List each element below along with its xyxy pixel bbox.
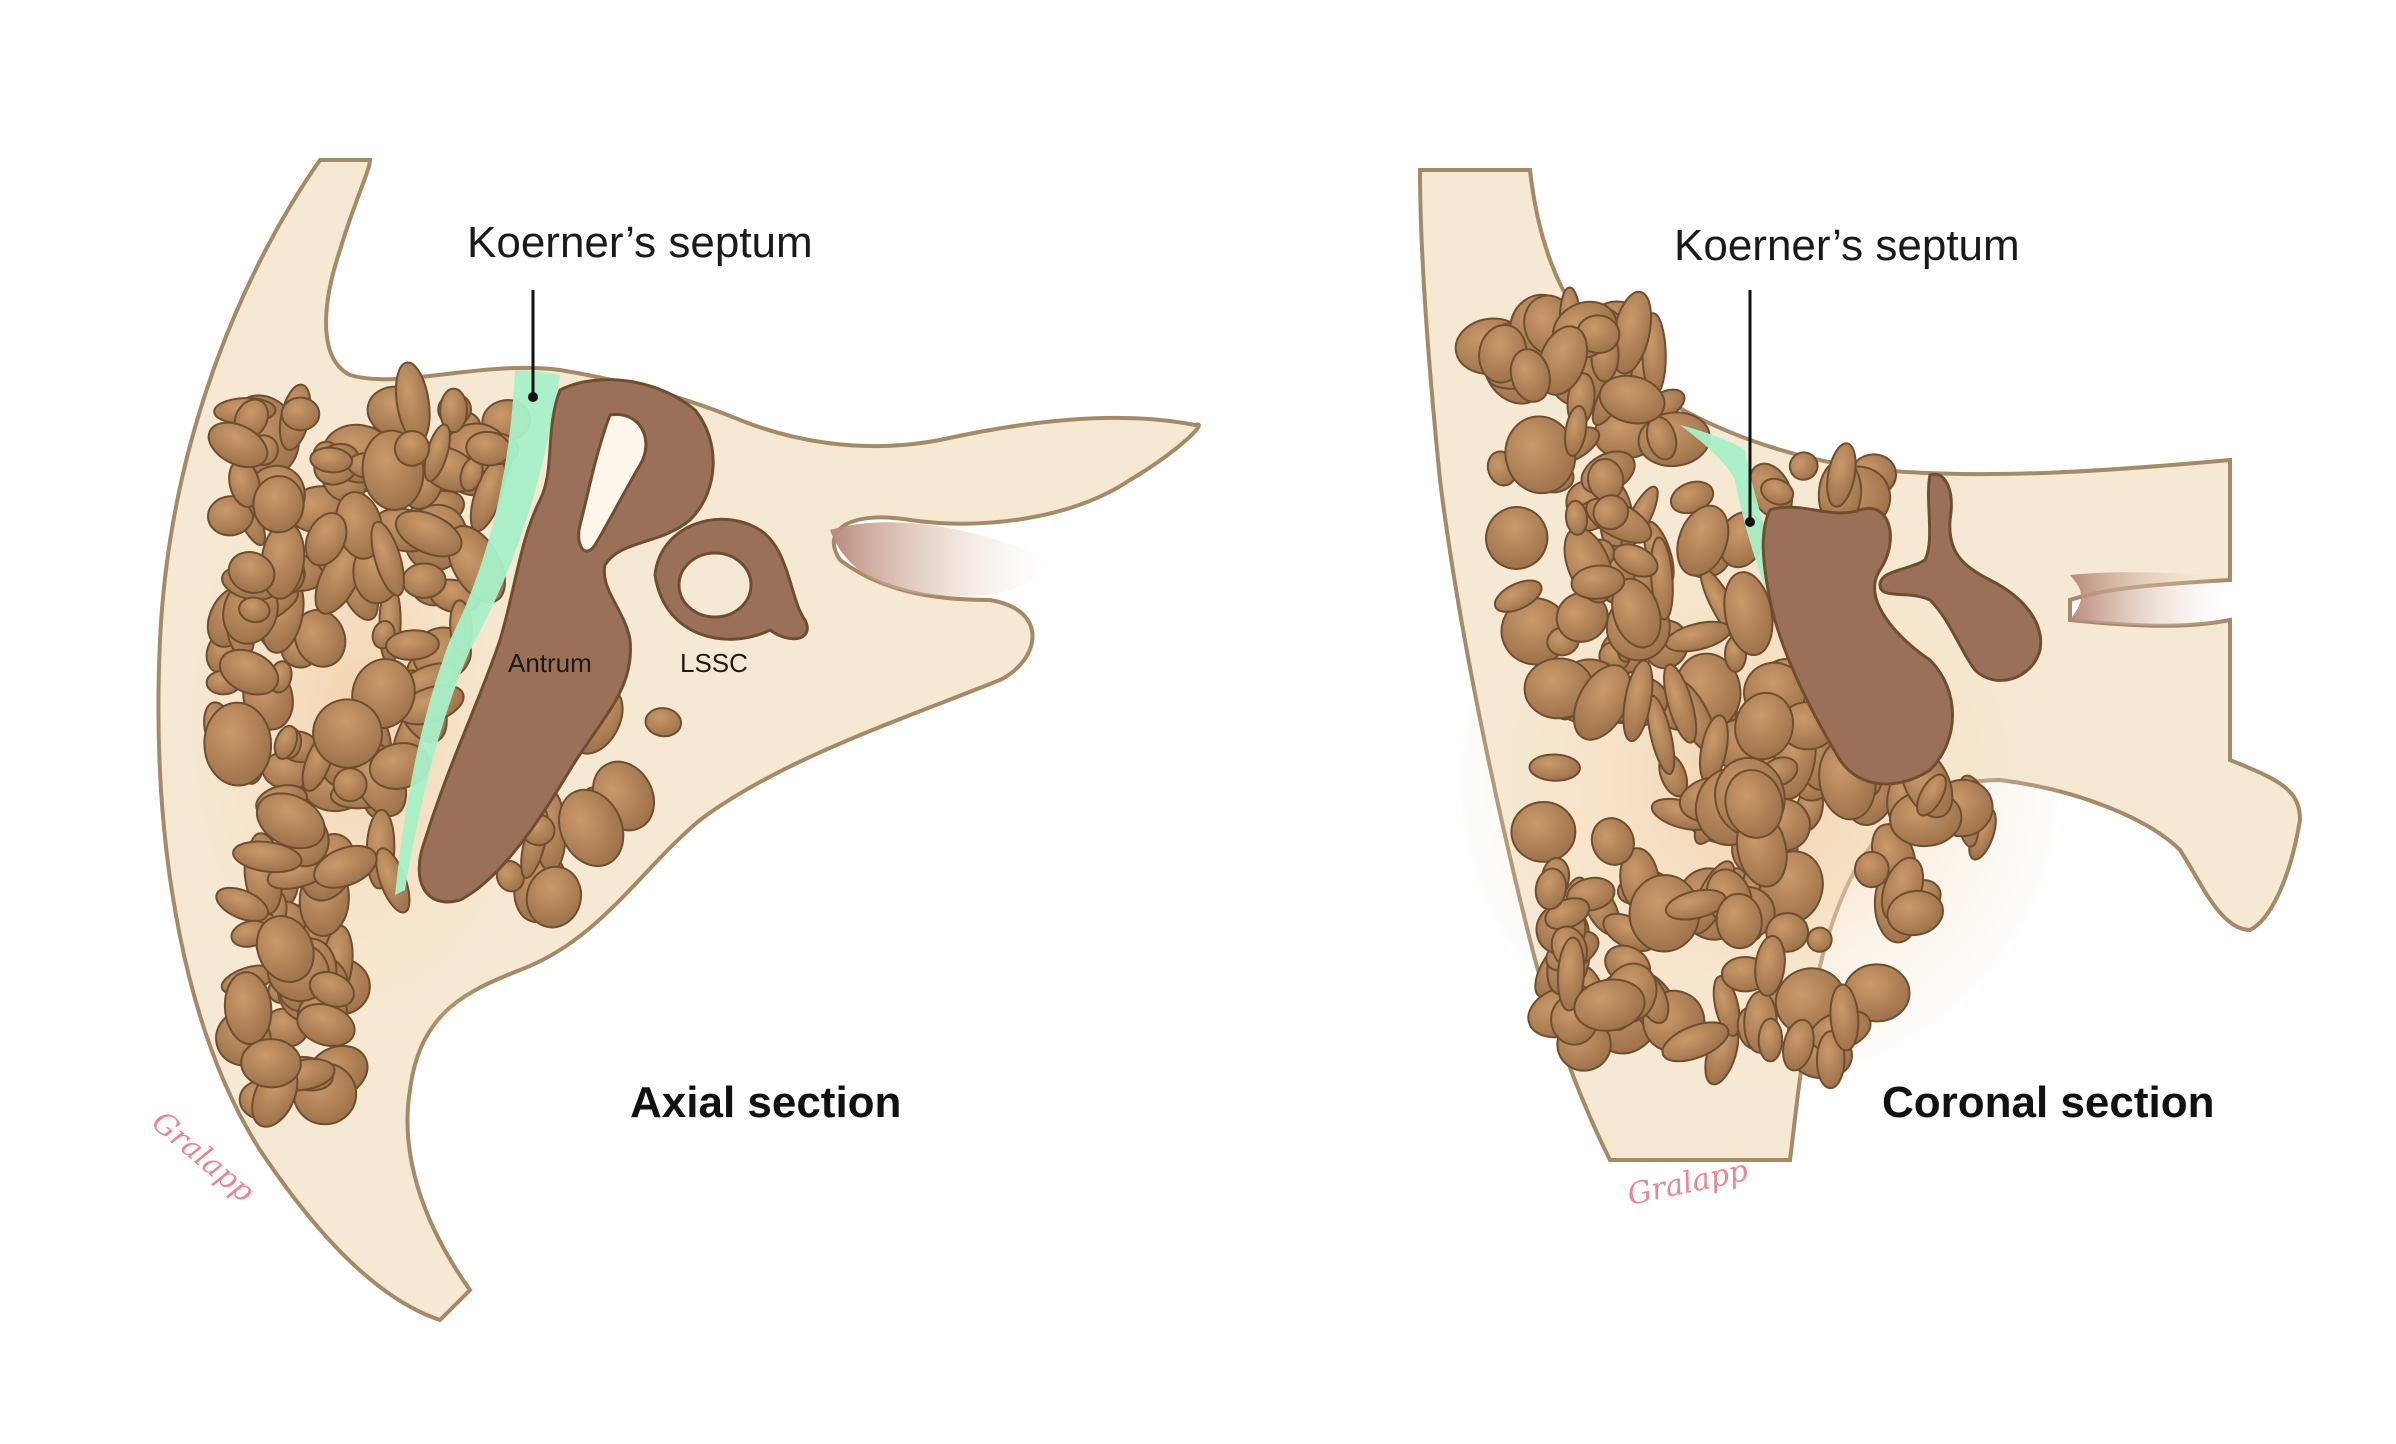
air-cell [1754, 935, 1786, 997]
coronal-muscle [2070, 572, 2230, 626]
coronal-canal [1878, 472, 2043, 682]
axial-section-title: Axial section [630, 1078, 901, 1127]
air-cell [203, 701, 273, 787]
air-cell [439, 387, 469, 434]
coronal-section-title: Coronal section [1882, 1078, 2215, 1127]
air-cell [1886, 889, 1944, 937]
air-cell [394, 510, 463, 558]
axial-septum-label: Koerner’s septum [467, 218, 813, 267]
axial-antrum-label: Antrum [508, 648, 592, 678]
coronal-section: Koerner’s septum Coronal section Gralapp [1417, 168, 2303, 1213]
axial-septum-pointer-dot [528, 392, 538, 402]
air-cell [215, 886, 270, 923]
air-cell [1806, 926, 1833, 953]
air-cell [393, 430, 431, 467]
air-cell [255, 792, 326, 850]
axial-lssc-label: LSSC [680, 648, 748, 678]
axial-lssc-canal [653, 517, 809, 641]
axial-koerner-septum [395, 370, 560, 895]
air-cell [1611, 577, 1662, 649]
air-cell [1788, 451, 1819, 481]
air-cell [558, 788, 625, 867]
air-cell [1493, 579, 1543, 613]
air-cell [385, 629, 440, 661]
air-cell [1757, 1017, 1784, 1063]
coronal-septum-label: Koerner’s septum [1674, 221, 2020, 270]
air-cell [227, 551, 276, 594]
air-cell [1510, 800, 1577, 863]
air-cell [370, 520, 405, 597]
air-cell [525, 865, 583, 929]
air-cell [313, 844, 378, 889]
air-cell [1916, 773, 1947, 817]
air-cell [1570, 564, 1626, 600]
axial-muscle [830, 522, 1050, 597]
air-cell [1760, 477, 1795, 506]
air-cell [1563, 404, 1588, 457]
axial-section: Koerner’s septum Antrum LSSC Axial secti… [145, 158, 1201, 1323]
air-cell [304, 512, 348, 567]
air-cell [1782, 1018, 1815, 1072]
air-cell [309, 446, 354, 474]
coronal-septum-pointer-dot [1745, 517, 1755, 527]
air-cell [1485, 506, 1549, 570]
air-cell [308, 971, 355, 1008]
air-cell [1573, 978, 1646, 1032]
air-cell [1598, 374, 1666, 425]
air-cell [1715, 892, 1763, 950]
air-cell [280, 396, 321, 432]
coronal-signature: Gralapp [1624, 1153, 1751, 1213]
air-cell [1663, 663, 1698, 744]
air-cell [1829, 983, 1860, 1052]
air-cell [252, 475, 305, 534]
air-cell [1555, 591, 1609, 643]
air-cell [1528, 753, 1581, 782]
air-cell [255, 915, 315, 983]
air-cell [1590, 817, 1635, 866]
air-cell [232, 840, 303, 874]
air-cell [218, 648, 280, 696]
air-cell [1612, 543, 1659, 578]
air-cell [644, 707, 683, 738]
air-cell [332, 767, 368, 803]
air-cell [273, 724, 299, 760]
air-cell [1826, 442, 1857, 508]
air-cell [1676, 504, 1730, 577]
air-cell [1649, 536, 1674, 621]
air-cell [1556, 936, 1586, 1012]
coronal-antrum [1761, 505, 1954, 786]
axial-antrum [417, 378, 715, 904]
air-cell [238, 596, 271, 624]
axial-ossicle [577, 413, 648, 553]
air-cell [1622, 659, 1654, 743]
air-cell [1724, 769, 1784, 839]
air-cell [1509, 348, 1551, 403]
air-cell [312, 698, 384, 769]
air-cell [207, 421, 269, 469]
air-cell [1712, 975, 1741, 1038]
air-cell [1534, 867, 1568, 911]
air-cell [293, 608, 347, 668]
air-cell [401, 562, 447, 599]
air-cell [1661, 1021, 1730, 1063]
air-cell [1564, 499, 1589, 536]
air-cell [1592, 494, 1630, 531]
air-cell [1853, 850, 1890, 889]
air-cell [240, 1038, 302, 1089]
